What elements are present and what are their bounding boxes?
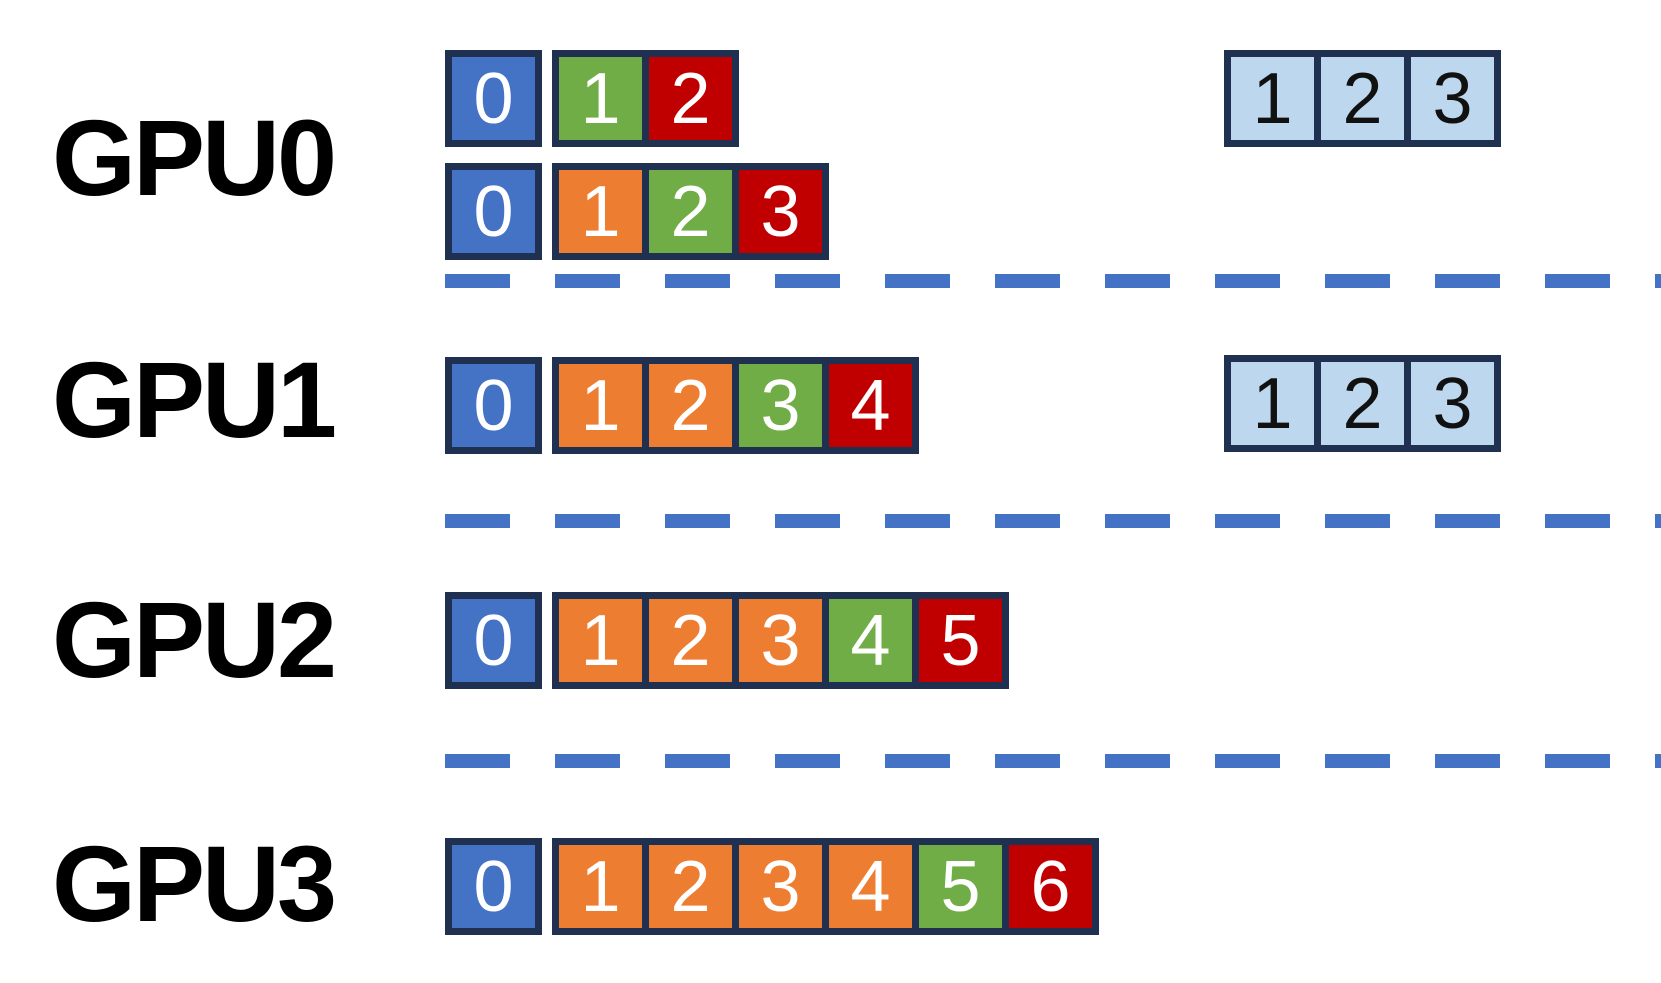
microbatch-number: 2 (670, 600, 711, 681)
microbatch-number: 3 (1432, 58, 1473, 139)
microbatch-number: 1 (580, 600, 621, 681)
gpu0-queue-cell-2: 2 (1321, 57, 1404, 140)
microbatch-number: 3 (760, 365, 801, 446)
gpu2-box0-cell-0: 0 (452, 599, 535, 682)
microbatch-number: 3 (1432, 363, 1473, 444)
gpu0-rowB-seq-cell-3: 3 (739, 170, 822, 253)
gpu0-queue-cell-1: 1 (1231, 57, 1314, 140)
gpu3-seq-cell-2: 2 (649, 845, 732, 928)
microbatch-number: 1 (580, 365, 621, 446)
gpu2-seq-cell-3: 3 (739, 599, 822, 682)
gpu3-seq-cell-6: 6 (1009, 845, 1092, 928)
microbatch-number: 5 (940, 846, 981, 927)
gpu0-rowA-box0-cell-0: 0 (452, 57, 535, 140)
gpu0-queue-cell-3: 3 (1411, 57, 1494, 140)
microbatch-number: 4 (850, 365, 891, 446)
microbatch-number: 6 (1030, 846, 1071, 927)
gpu3-box0-cell-0: 0 (452, 845, 535, 928)
gpu-label-gpu0: GPU0 (52, 97, 337, 218)
microbatch-number: 4 (850, 600, 891, 681)
gpu1-queue-cell-1: 1 (1231, 362, 1314, 445)
gpu-label-gpu2: GPU2 (52, 579, 337, 700)
microbatch-number: 3 (760, 846, 801, 927)
gpu1-box0-cell-0: 0 (452, 364, 535, 447)
microbatch-number: 3 (760, 171, 801, 252)
microbatch-number: 4 (850, 846, 891, 927)
microbatch-number: 2 (670, 846, 711, 927)
microbatch-number: 0 (473, 600, 514, 681)
gpu-label-gpu1: GPU1 (52, 339, 337, 460)
microbatch-number: 0 (473, 58, 514, 139)
gpu1-queue-cell-3: 3 (1411, 362, 1494, 445)
microbatch-number: 2 (1342, 363, 1383, 444)
dashed-separator-2 (445, 514, 1661, 528)
microbatch-number: 0 (473, 365, 514, 446)
microbatch-number: 1 (580, 846, 621, 927)
microbatch-number: 0 (473, 171, 514, 252)
microbatch-number: 2 (670, 365, 711, 446)
microbatch-number: 1 (580, 171, 621, 252)
gpu0-rowB-seq-cell-1: 1 (559, 170, 642, 253)
gpu1-seq-cell-1: 1 (559, 364, 642, 447)
gpu0-rowB-seq-cell-2: 2 (649, 170, 732, 253)
gpu-label-gpu3: GPU3 (52, 823, 337, 944)
gpu1-box0: 0 (445, 357, 542, 454)
microbatch-number: 3 (760, 600, 801, 681)
gpu0-rowA-seq-cell-2: 2 (649, 57, 732, 140)
gpu3-seq-cell-3: 3 (739, 845, 822, 928)
gpu1-seq-cell-3: 3 (739, 364, 822, 447)
gpu1-seq-cell-2: 2 (649, 364, 732, 447)
gpu2-seq-cell-2: 2 (649, 599, 732, 682)
gpu3-seq-cell-5: 5 (919, 845, 1002, 928)
gpu1-queue-cell-2: 2 (1321, 362, 1404, 445)
gpu3-seq-cell-1: 1 (559, 845, 642, 928)
microbatch-number: 5 (940, 600, 981, 681)
gpu2-box0: 0 (445, 592, 542, 689)
microbatch-number: 1 (1252, 58, 1293, 139)
gpu0-rowA-box0: 0 (445, 50, 542, 147)
microbatch-number: 1 (580, 58, 621, 139)
microbatch-number: 2 (670, 58, 711, 139)
microbatch-number: 2 (1342, 58, 1383, 139)
gpu3-seq-cell-4: 4 (829, 845, 912, 928)
microbatch-number: 2 (670, 171, 711, 252)
gpu0-rowB-box0-cell-0: 0 (452, 170, 535, 253)
gpu0-rowB-box0: 0 (445, 163, 542, 260)
microbatch-number: 0 (473, 846, 514, 927)
gpu2-seq-cell-1: 1 (559, 599, 642, 682)
gpu2-seq-cell-5: 5 (919, 599, 1002, 682)
dashed-separator-1 (445, 274, 1661, 288)
dashed-separator-3 (445, 754, 1661, 768)
gpu1-seq-cell-4: 4 (829, 364, 912, 447)
gpu0-rowA-seq-cell-1: 1 (559, 57, 642, 140)
microbatch-number: 1 (1252, 363, 1293, 444)
gpu2-seq-cell-4: 4 (829, 599, 912, 682)
gpu3-box0: 0 (445, 838, 542, 935)
